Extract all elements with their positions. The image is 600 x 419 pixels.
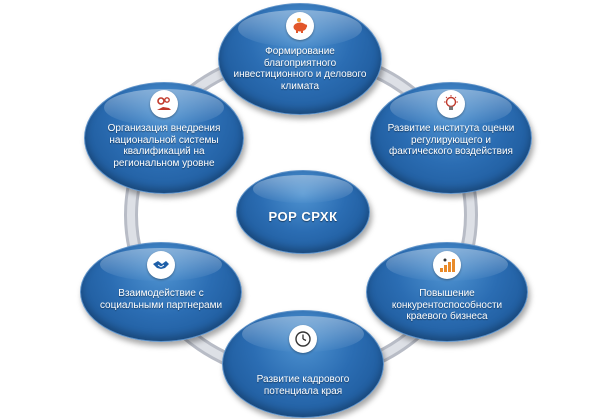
piggy-bank-icon xyxy=(286,12,314,40)
node-upper-left-label: Организация внедрения национальной систе… xyxy=(107,123,221,169)
gears-hand-icon xyxy=(150,90,178,118)
node-top-label: Формирование благоприятного инвестиционн… xyxy=(233,46,367,92)
node-top: Формирование благоприятного инвестиционн… xyxy=(218,3,382,115)
node-upper-right-label: Развитие института оценки регулирующего … xyxy=(387,123,515,157)
node-bottom: Развитие кадрового потенциала края xyxy=(222,310,384,418)
growth-stairs-icon xyxy=(433,251,461,279)
node-lower-left-label: Взаимодействие с социальными партнерами xyxy=(99,288,223,311)
clock-icon xyxy=(289,325,317,353)
center-node: РОР СРХК xyxy=(236,170,370,254)
center-label: РОР СРХК xyxy=(268,209,338,224)
node-lower-left: Взаимодействие с социальными партнерами xyxy=(80,242,242,342)
light-bulb-icon xyxy=(437,90,465,118)
node-upper-right: Развитие института оценки регулирующего … xyxy=(370,82,532,194)
node-lower-right-label: Повышение конкурентоспособности краевого… xyxy=(391,288,503,322)
node-bottom-label: Развитие кадрового потенциала края xyxy=(256,374,350,397)
node-upper-left: Организация внедрения национальной систе… xyxy=(84,82,244,194)
node-lower-right: Повышение конкурентоспособности краевого… xyxy=(366,242,528,342)
handshake-icon xyxy=(147,251,175,279)
